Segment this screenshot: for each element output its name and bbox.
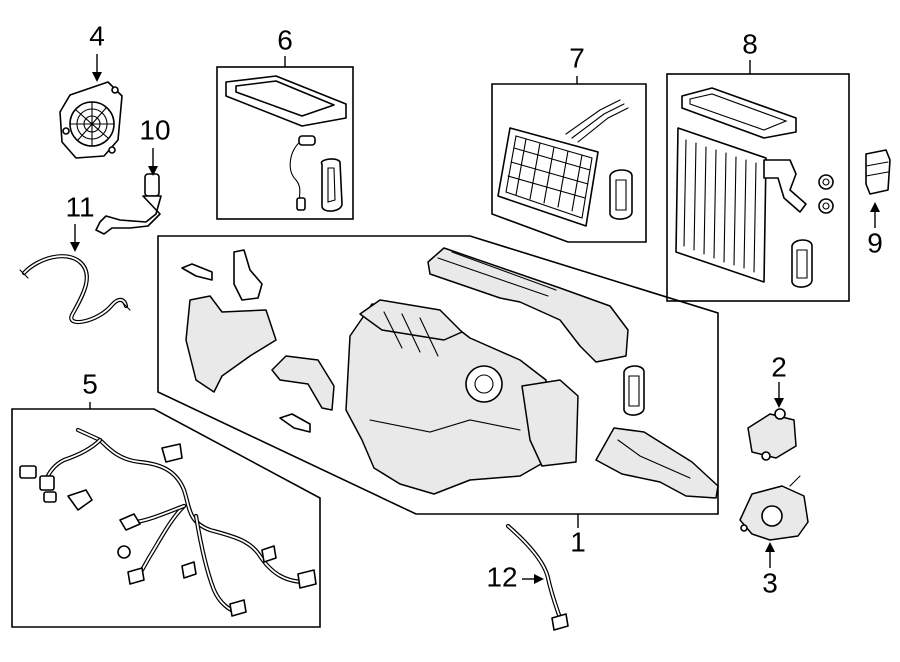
box-part-1 <box>157 235 719 515</box>
callout-8: 8 <box>742 28 758 59</box>
box-part-5 <box>11 408 321 628</box>
callout-11: 11 <box>65 191 94 222</box>
part-12-illustration <box>505 523 569 631</box>
part-8-illustration <box>675 87 834 288</box>
part-2-illustration <box>747 408 797 461</box>
callout-10: 10 <box>139 114 170 145</box>
box-part-8 <box>666 73 850 302</box>
part-10-illustration <box>95 173 162 235</box>
part-5-illustration <box>19 427 317 617</box>
leader-lines <box>70 54 880 584</box>
part-9-illustration <box>865 149 891 195</box>
callout-5: 5 <box>82 368 98 399</box>
callout-2: 2 <box>771 351 787 382</box>
part-1-illustration <box>181 247 719 499</box>
callout-12: 12 <box>486 561 517 592</box>
part-6-illustration <box>225 75 347 212</box>
callout-4: 4 <box>89 20 105 51</box>
callout-7: 7 <box>569 42 585 73</box>
box-part-7 <box>491 83 647 243</box>
callout-9: 9 <box>867 227 883 258</box>
callout-3: 3 <box>762 567 778 598</box>
part-3-illustration <box>739 475 809 541</box>
part-7-illustration <box>497 99 633 227</box>
part-11-illustration <box>19 254 131 325</box>
callout-1: 1 <box>570 526 586 557</box>
callout-6: 6 <box>277 24 293 55</box>
part-4-illustration <box>59 81 123 159</box>
